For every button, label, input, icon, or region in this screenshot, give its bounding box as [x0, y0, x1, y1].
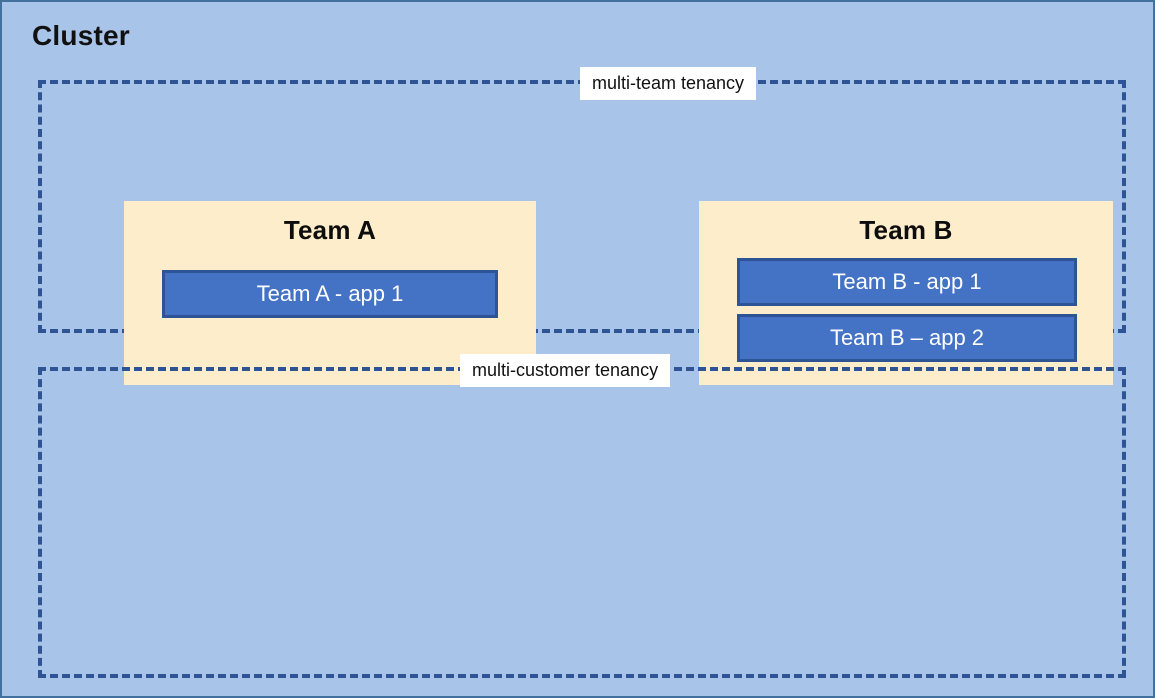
- app-box-team-b-app-1[interactable]: Team B - app 1: [737, 258, 1077, 306]
- multi-team-tenancy-group: multi-team tenancy Team A Team A - app 1…: [38, 67, 1126, 385]
- team-b-title: Team B: [859, 215, 953, 245]
- team-a-box: Team A Team A - app 1: [124, 201, 536, 385]
- app-box-team-a-app-1[interactable]: Team A - app 1: [162, 270, 498, 318]
- team-a-title: Team A: [283, 215, 377, 245]
- multi-customer-tenancy-label: multi-customer tenancy: [460, 354, 671, 387]
- team-a-app-list: Team A - app 1: [162, 270, 498, 318]
- app-box-team-b-app-2[interactable]: Team B – app 2: [737, 314, 1077, 362]
- team-b-app-list: Team B - app 1 Team B – app 2: [737, 258, 1077, 362]
- multi-customer-tenancy-group: multi-customer tenancy Team C Team C – a…: [38, 354, 1126, 678]
- cluster-title: Cluster: [32, 20, 130, 51]
- team-b-box: Team B Team B - app 1 Team B – app 2: [699, 201, 1113, 385]
- multi-team-tenancy-label: multi-team tenancy: [580, 67, 757, 100]
